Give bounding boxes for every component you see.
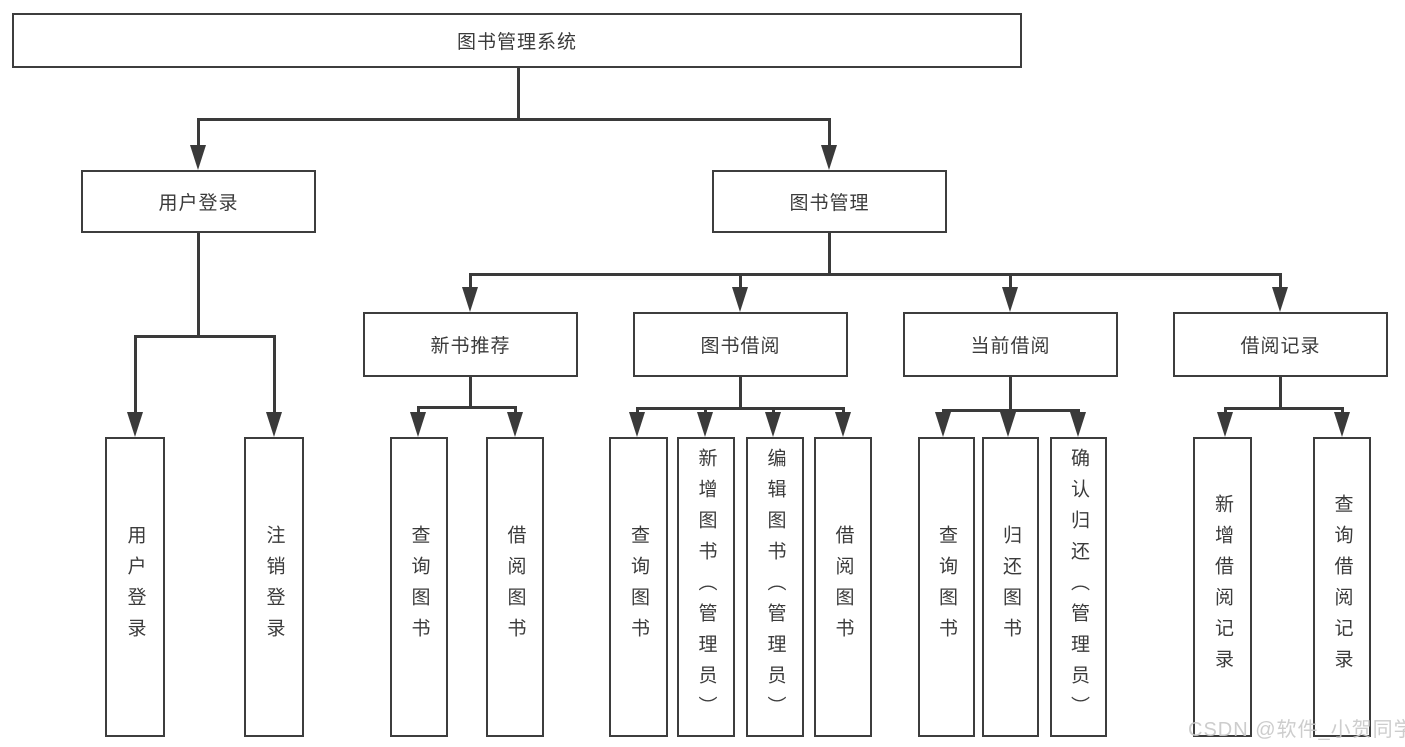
arrow-down-icon: [507, 412, 523, 437]
leaf-label: 确认归还（管理员）: [1068, 447, 1089, 727]
connector-line: [469, 275, 472, 287]
leaf-label: 编辑图书（管理员）: [764, 447, 786, 727]
node-borrow-records-label: 借阅记录: [1240, 336, 1321, 357]
arrow-down-icon: [765, 412, 781, 437]
connector-line: [1341, 409, 1344, 414]
connector-line: [469, 377, 472, 406]
connector-line: [197, 233, 200, 335]
arrow-down-icon: [935, 412, 951, 437]
connector-line: [514, 408, 517, 414]
connector-line: [1009, 377, 1012, 409]
leaf-label: 用户登录: [124, 525, 146, 649]
leaf-query-borrow-record: 查询借阅记录: [1313, 437, 1371, 737]
leaf-label: 查询图书: [628, 525, 649, 649]
node-new-book-recommend-label: 新书推荐: [430, 336, 511, 357]
leaf-add-borrow-record: 新增借阅记录: [1193, 437, 1252, 737]
leaf-label: 借阅图书: [504, 525, 526, 649]
leaf-label: 查询借阅记录: [1331, 494, 1353, 680]
connector-line: [1009, 275, 1012, 287]
node-current-borrow-label: 当前借阅: [970, 336, 1051, 357]
connector-line: [1224, 407, 1344, 410]
arrow-down-icon: [127, 412, 143, 437]
leaf-label: 查询图书: [936, 525, 957, 649]
connector-line: [517, 68, 520, 118]
leaf-label: 新增借阅记录: [1212, 494, 1233, 680]
leaf-label: 归还图书: [1000, 525, 1021, 649]
connector-line: [942, 409, 1080, 412]
connector-line: [1224, 409, 1227, 414]
node-root: 图书管理系统: [12, 13, 1022, 68]
connector-line: [842, 409, 845, 414]
connector-line: [828, 120, 831, 147]
connector-line: [636, 407, 845, 410]
node-book-borrow-label: 图书借阅: [700, 336, 781, 357]
connector-line: [417, 406, 517, 409]
connector-line: [417, 408, 420, 414]
arrow-down-icon: [410, 412, 426, 437]
leaf-query-books-recommend: 查询图书: [390, 437, 448, 737]
leaf-confirm-return-admin: 确认归还（管理员）: [1050, 437, 1107, 737]
arrow-down-icon: [732, 287, 748, 312]
node-book-management: 图书管理: [712, 170, 947, 233]
node-root-label: 图书管理系统: [456, 32, 577, 53]
node-current-borrow: 当前借阅: [903, 312, 1118, 377]
arrow-down-icon: [462, 287, 478, 312]
node-new-book-recommend: 新书推荐: [363, 312, 578, 377]
leaf-borrow-books: 借阅图书: [814, 437, 872, 737]
arrow-down-icon: [1217, 412, 1233, 437]
leaf-user-login: 用户登录: [105, 437, 165, 737]
node-book-borrow: 图书借阅: [633, 312, 848, 377]
leaf-logout: 注销登录: [244, 437, 304, 737]
connector-line: [704, 409, 707, 414]
arrow-down-icon: [821, 145, 837, 170]
leaf-label: 新增图书（管理员）: [695, 447, 717, 727]
leaf-label: 注销登录: [263, 525, 285, 649]
connector-line: [739, 377, 742, 407]
leaf-label: 借阅图书: [832, 525, 854, 649]
leaf-return-books: 归还图书: [982, 437, 1039, 737]
node-book-management-label: 图书管理: [789, 193, 870, 214]
node-borrow-records: 借阅记录: [1173, 312, 1388, 377]
arrow-down-icon: [835, 412, 851, 437]
arrow-down-icon: [190, 145, 206, 170]
arrow-down-icon: [1334, 412, 1350, 437]
connector-line: [739, 275, 742, 287]
arrow-down-icon: [1070, 412, 1086, 437]
csdn-watermark: CSDN @软件_小贺同学: [1188, 719, 1405, 741]
connector-line: [134, 337, 137, 412]
connector-line: [197, 120, 200, 147]
connector-line: [273, 337, 276, 412]
arrow-down-icon: [266, 412, 282, 437]
arrow-down-icon: [629, 412, 645, 437]
connector-line: [772, 409, 775, 414]
connector-line: [1279, 275, 1282, 287]
connector-line: [1279, 377, 1282, 407]
leaf-query-books-current: 查询图书: [918, 437, 975, 737]
leaf-edit-books-admin: 编辑图书（管理员）: [746, 437, 804, 737]
connector-line: [828, 233, 831, 273]
leaf-add-books-admin: 新增图书（管理员）: [677, 437, 735, 737]
leaf-borrow-books-recommend: 借阅图书: [486, 437, 544, 737]
connector-line: [134, 335, 276, 338]
arrow-down-icon: [1002, 287, 1018, 312]
node-user-login-label: 用户登录: [158, 193, 239, 214]
connector-line: [197, 118, 831, 121]
arrow-down-icon: [697, 412, 713, 437]
arrow-down-icon: [1272, 287, 1288, 312]
leaf-label: 查询图书: [408, 525, 430, 649]
arrow-down-icon: [1000, 412, 1016, 437]
node-user-login: 用户登录: [81, 170, 316, 233]
leaf-query-books-borrow: 查询图书: [609, 437, 668, 737]
connector-line: [469, 273, 1282, 276]
connector-line: [636, 409, 639, 414]
